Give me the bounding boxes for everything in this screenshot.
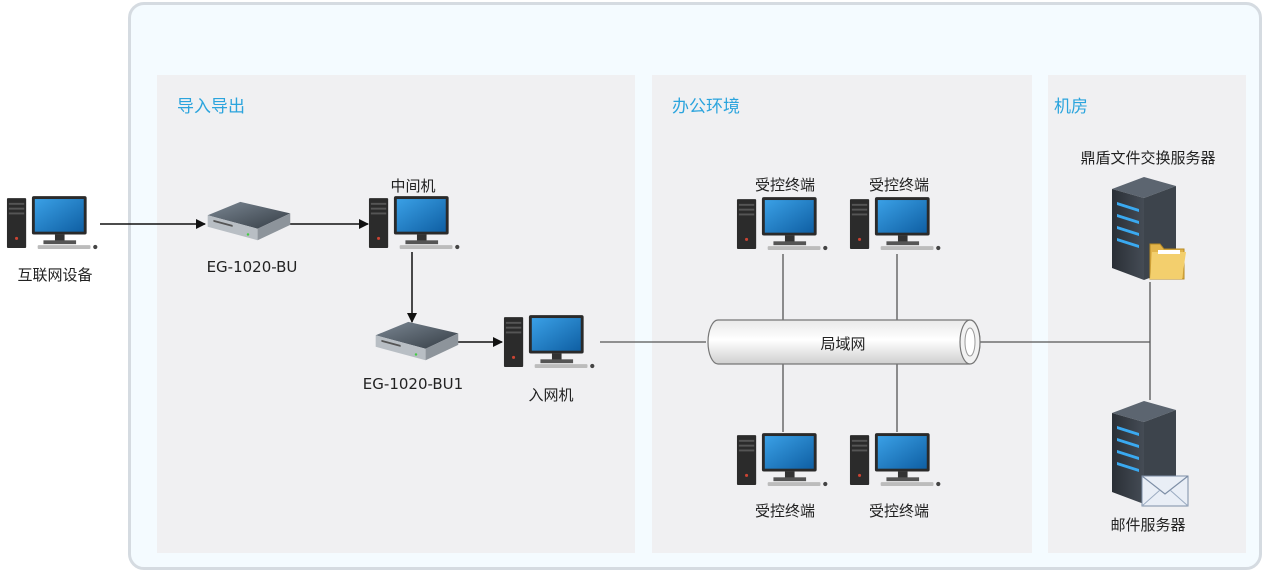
intermediate-pc-icon — [368, 196, 460, 250]
internet-device-icon — [6, 196, 98, 250]
gateway-1-label: EG-1020-BU — [206, 258, 298, 276]
terminal-br-icon — [849, 433, 941, 487]
file-server-label: 鼎盾文件交换服务器 — [1080, 149, 1216, 167]
terminal-bl-label: 受控终端 — [754, 502, 816, 520]
terminal-tl-label: 受控终端 — [754, 176, 816, 194]
terminal-tr-label: 受控终端 — [868, 176, 930, 194]
zone-import-export — [157, 75, 635, 553]
intermediate-label: 中间机 — [390, 177, 436, 195]
lan-label: 局域网 — [820, 335, 866, 353]
gateway-icon-1 — [207, 201, 291, 241]
zone-title-import-export: 导入导出 — [177, 97, 245, 117]
network-entry-label: 入网机 — [528, 386, 574, 404]
zone-office — [652, 75, 1032, 553]
zone-title-machine-room: 机房 — [1054, 97, 1088, 117]
terminal-tr-icon — [849, 197, 941, 251]
mail-server-label: 邮件服务器 — [1110, 516, 1186, 534]
folder-icon — [1149, 243, 1186, 280]
terminal-br-label: 受控终端 — [868, 502, 930, 520]
gateway-2-label: EG-1020-BU1 — [362, 375, 464, 393]
terminal-tl-icon — [736, 197, 828, 251]
internet-device-label: 互联网设备 — [17, 266, 93, 284]
envelope-icon — [1141, 475, 1189, 507]
terminal-bl-icon — [736, 433, 828, 487]
lan-pipe — [707, 319, 981, 365]
gateway-icon-2 — [375, 321, 459, 361]
network-entry-pc-icon — [503, 315, 595, 369]
zone-title-office: 办公环境 — [672, 97, 740, 117]
